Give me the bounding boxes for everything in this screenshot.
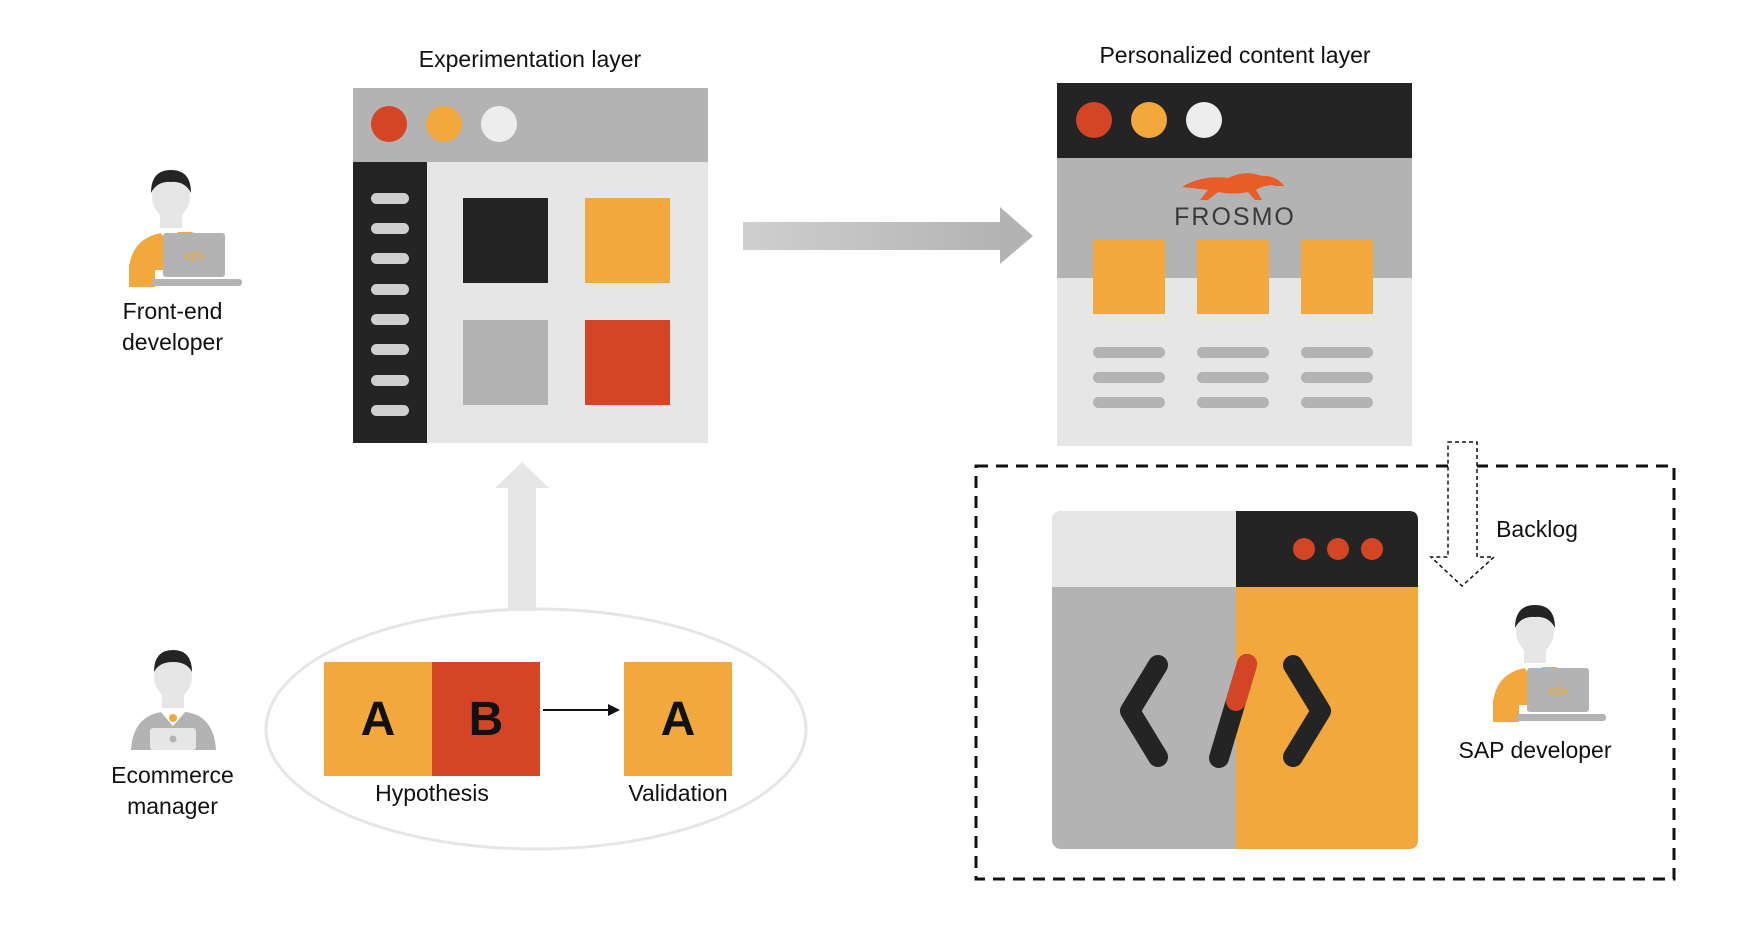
svg-text:</>: </> xyxy=(1548,683,1568,699)
horizontal-arrow-icon xyxy=(743,207,1033,264)
ab-test-ellipse xyxy=(264,607,808,851)
frosmo-logo-icon xyxy=(1182,173,1284,200)
winner-letter: A xyxy=(660,693,696,746)
backlog-arrow-icon xyxy=(1429,441,1496,588)
variant-b-box xyxy=(432,662,540,776)
ecommerce-manager-avatar-icon xyxy=(131,650,216,750)
front-end-developer-label: Front-end developer xyxy=(121,298,224,355)
window-red-dot-icon xyxy=(371,106,407,142)
personalized-window xyxy=(1057,83,1412,446)
code-bracket-right-icon xyxy=(1283,655,1331,767)
ecommerce-manager-label: Ecommerce manager xyxy=(111,762,234,819)
front-end-developer-avatar-icon: </> xyxy=(129,170,242,287)
code-bracket-left-icon xyxy=(1120,655,1168,767)
variant-a-box xyxy=(324,662,432,776)
winner-box xyxy=(624,662,732,776)
hypothesis-label: Hypothesis xyxy=(375,780,489,806)
sap-dashed-box xyxy=(974,464,1676,881)
backlog-label: Backlog xyxy=(1496,516,1578,542)
sap-developer-avatar-icon: </> xyxy=(1493,605,1606,722)
window-orange-dot-icon xyxy=(426,106,462,142)
window-light-dot-icon xyxy=(481,106,517,142)
experimentation-window xyxy=(353,88,708,443)
svg-text:</>: </> xyxy=(184,248,204,264)
variant-a-letter: A xyxy=(360,693,396,746)
code-window xyxy=(1052,511,1418,849)
ab-arrow-icon xyxy=(543,704,620,716)
sap-developer-label: SAP developer xyxy=(1458,737,1612,763)
experimentation-layer-title: Experimentation layer xyxy=(418,46,642,72)
validation-label: Validation xyxy=(628,780,728,806)
sidebar xyxy=(353,162,427,443)
frosmo-logo-text: FROSMO xyxy=(1174,203,1296,231)
up-arrow-icon xyxy=(495,462,549,611)
personalized-layer-title: Personalized content layer xyxy=(1099,42,1371,68)
variant-b-letter: B xyxy=(468,693,504,746)
